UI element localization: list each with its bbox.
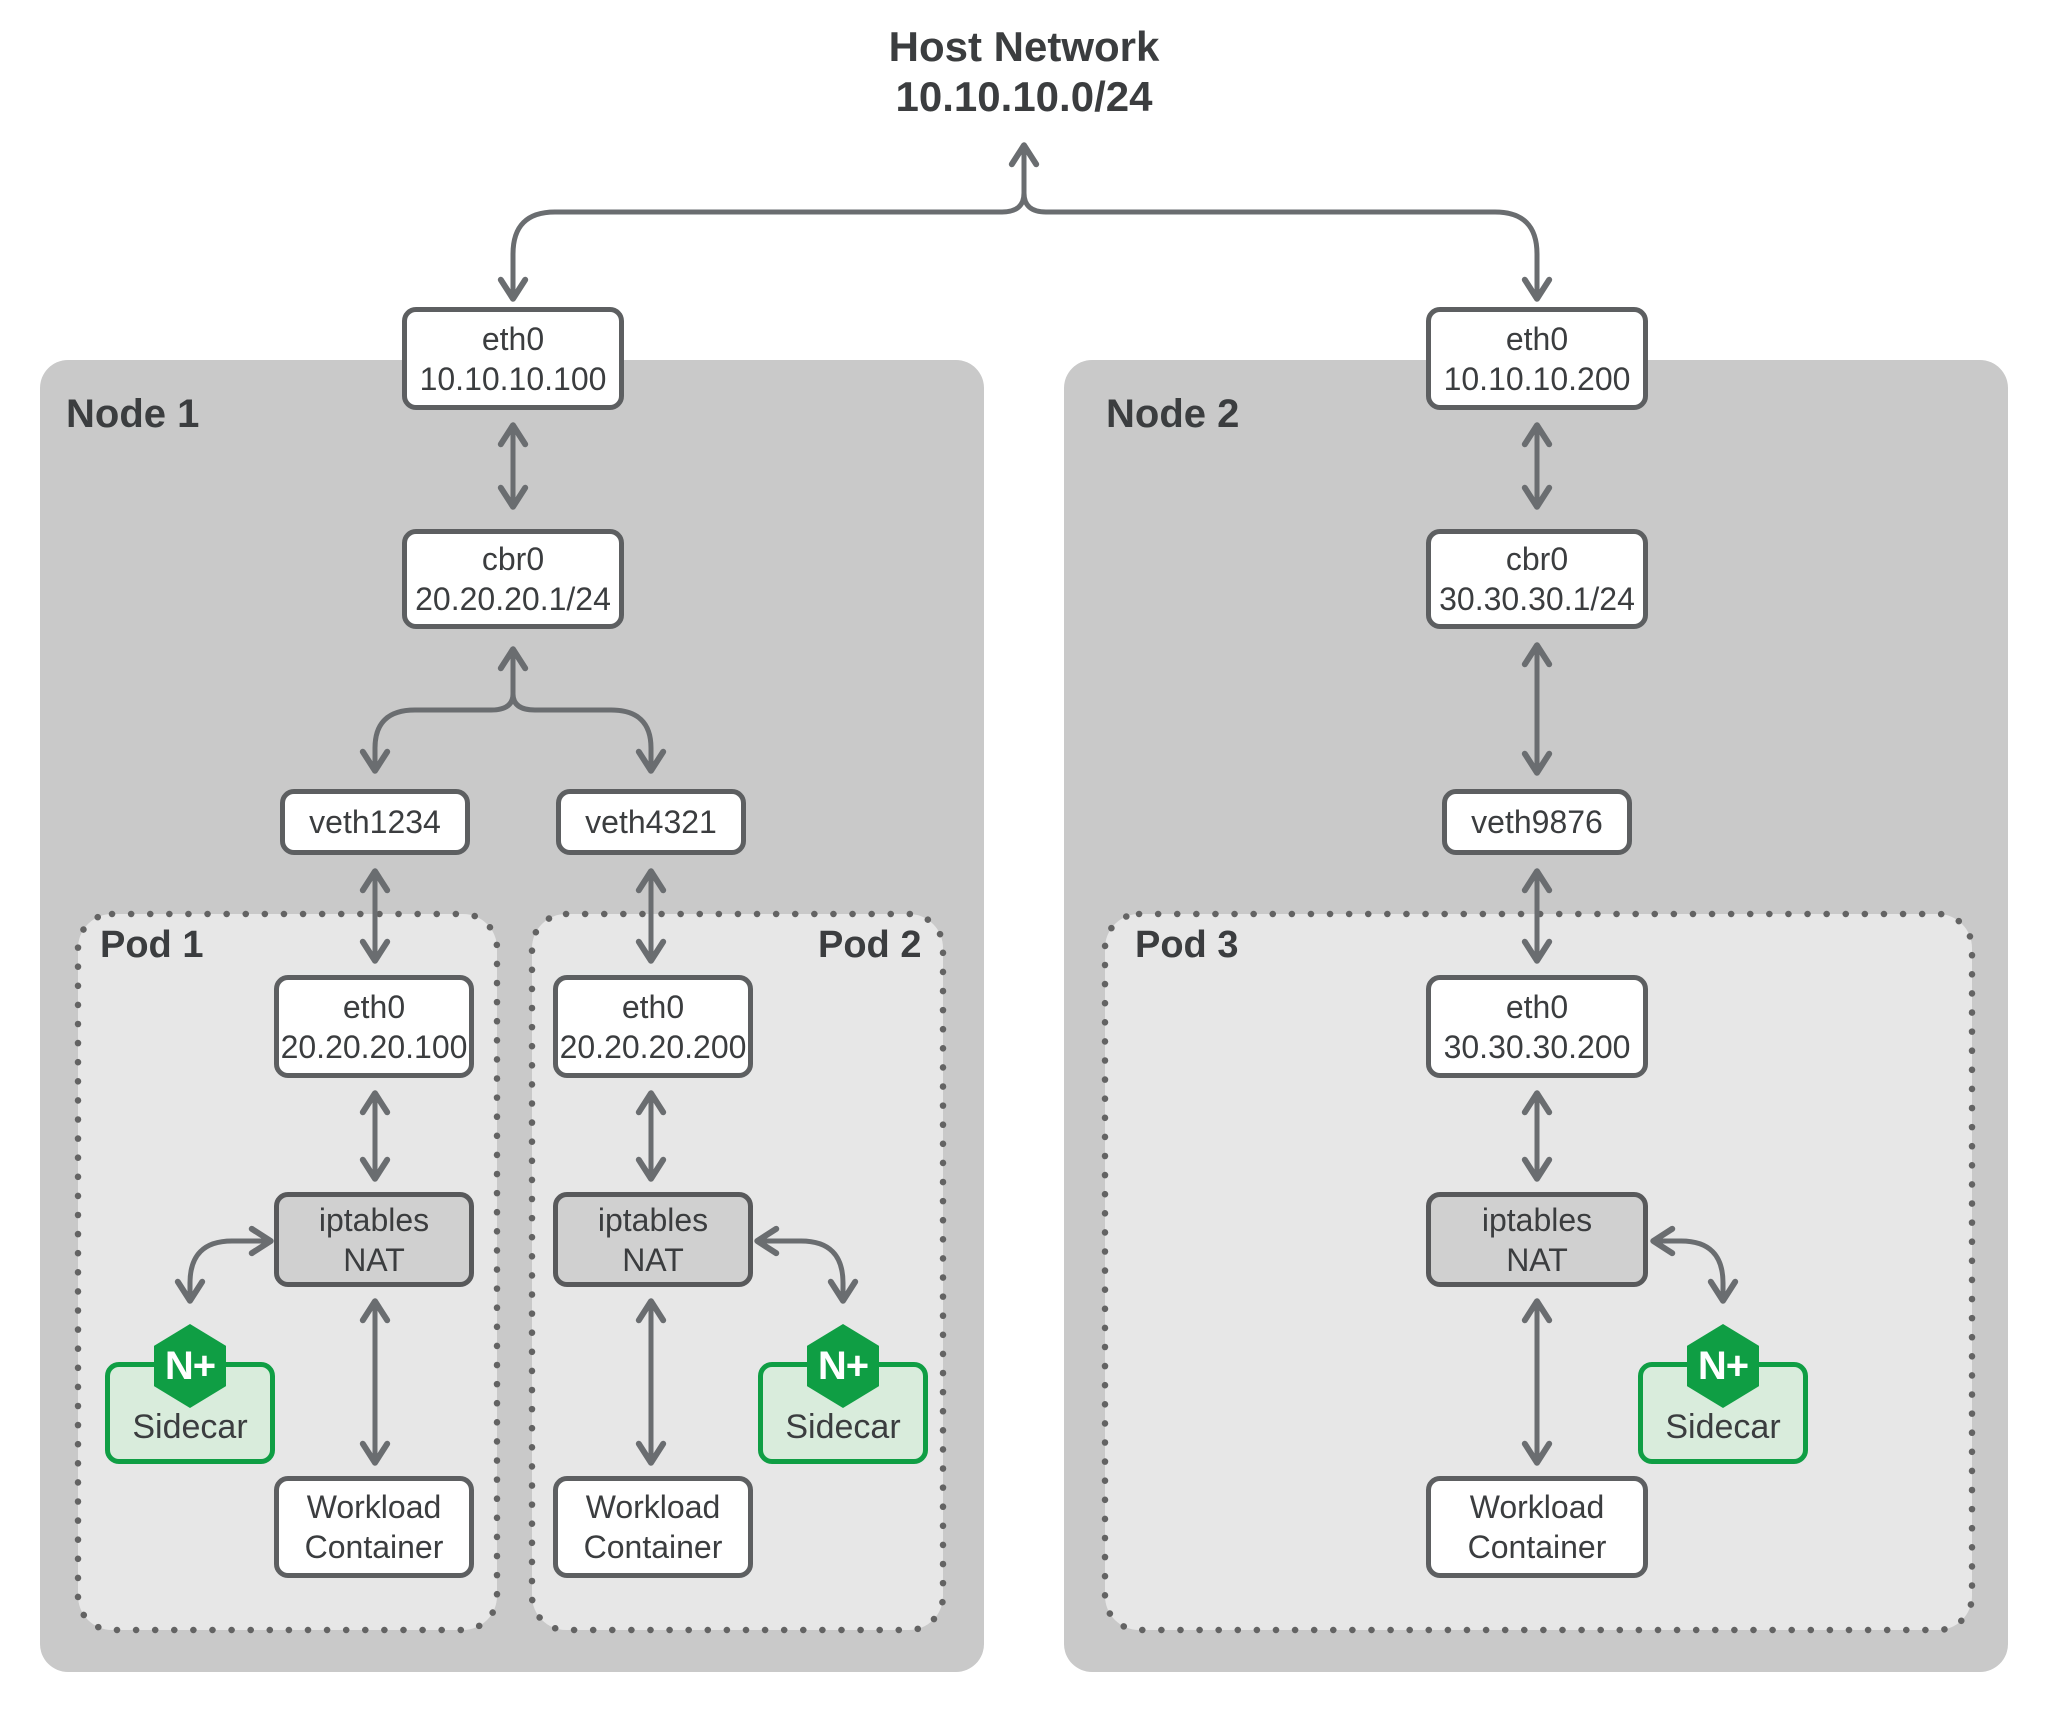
sidecar-label: Sidecar xyxy=(1665,1408,1781,1446)
interface-name: eth0 xyxy=(481,320,545,357)
veth-name: veth1234 xyxy=(309,804,441,840)
nginx-plus-logo-text: N+ xyxy=(817,1343,869,1388)
nat-line1: iptables xyxy=(318,1201,430,1238)
host-network-cidr: 10.10.10.0/24 xyxy=(895,73,1153,120)
pod1-label: Pod 1 xyxy=(100,924,204,966)
pod3-label: Pod 3 xyxy=(1135,924,1239,966)
node1-veth4321-box: veth4321 xyxy=(556,789,746,855)
interface-name: eth0 xyxy=(1505,988,1569,1025)
workload-line1: Workload xyxy=(585,1489,721,1525)
node1-cbr0-box: cbr0 20.20.20.1/24 xyxy=(402,529,624,629)
interface-ip: 20.20.20.100 xyxy=(280,1028,468,1065)
pod2-eth0-box: eth0 20.20.20.200 xyxy=(553,975,753,1078)
node2-cbr0-box: cbr0 30.30.30.1/24 xyxy=(1426,529,1648,629)
pod3-workload-container-box: Workload Container xyxy=(1426,1476,1648,1578)
workload-line2: Container xyxy=(1467,1529,1607,1565)
workload-line2: Container xyxy=(304,1529,444,1565)
host-network-label: Host Network 10.10.10.0/24 xyxy=(0,22,2048,122)
nginx-plus-logo-text: N+ xyxy=(164,1343,216,1388)
node1-veth1234-box: veth1234 xyxy=(280,789,470,855)
interface-ip: 30.30.30.200 xyxy=(1443,1028,1631,1065)
workload-line2: Container xyxy=(583,1529,723,1565)
interface-name: eth0 xyxy=(621,988,685,1025)
nat-line2: NAT xyxy=(622,1241,684,1278)
bridge-name: cbr0 xyxy=(1505,541,1569,577)
node1-label: Node 1 xyxy=(66,392,200,436)
nat-line1: iptables xyxy=(1481,1201,1593,1238)
nginx-plus-logo-text: N+ xyxy=(1697,1343,1749,1388)
interface-name: eth0 xyxy=(342,988,406,1025)
interface-ip: 10.10.10.200 xyxy=(1443,360,1631,397)
pod1-workload-container-box: Workload Container xyxy=(274,1476,474,1578)
node2-label: Node 2 xyxy=(1106,392,1240,436)
node2-eth0-box: eth0 10.10.10.200 xyxy=(1426,307,1648,410)
pod2-workload-container-box: Workload Container xyxy=(553,1476,753,1578)
pod3-iptables-nat-box: iptables NAT xyxy=(1426,1192,1648,1287)
workload-line1: Workload xyxy=(306,1489,442,1525)
nat-line1: iptables xyxy=(597,1201,709,1238)
sidecar-label: Sidecar xyxy=(785,1408,901,1446)
pod1-eth0-box: eth0 20.20.20.100 xyxy=(274,975,474,1078)
host-network-title: Host Network xyxy=(888,23,1160,70)
interface-ip: 10.10.10.100 xyxy=(419,360,607,397)
nat-line2: NAT xyxy=(1506,1241,1568,1278)
interface-name: eth0 xyxy=(1505,320,1569,357)
node1-eth0-box: eth0 10.10.10.100 xyxy=(402,307,624,410)
pod1-iptables-nat-box: iptables NAT xyxy=(274,1192,474,1287)
bridge-cidr: 20.20.20.1/24 xyxy=(415,581,611,617)
interface-ip: 20.20.20.200 xyxy=(559,1028,747,1065)
arrow-host-to-node1-eth0 xyxy=(497,190,1027,302)
pod2-iptables-nat-box: iptables NAT xyxy=(553,1192,753,1287)
pod3-eth0-box: eth0 30.30.30.200 xyxy=(1426,975,1648,1078)
sidecar-label: Sidecar xyxy=(132,1408,248,1446)
nat-line2: NAT xyxy=(343,1241,405,1278)
node2-veth9876-box: veth9876 xyxy=(1442,789,1632,855)
bridge-cidr: 30.30.30.1/24 xyxy=(1439,581,1635,617)
veth-name: veth4321 xyxy=(585,804,717,840)
workload-line1: Workload xyxy=(1469,1489,1605,1525)
bridge-name: cbr0 xyxy=(481,541,545,577)
pod2-label: Pod 2 xyxy=(818,924,922,966)
arrow-host-to-node2-eth0 xyxy=(1021,190,1553,302)
veth-name: veth9876 xyxy=(1471,804,1603,840)
